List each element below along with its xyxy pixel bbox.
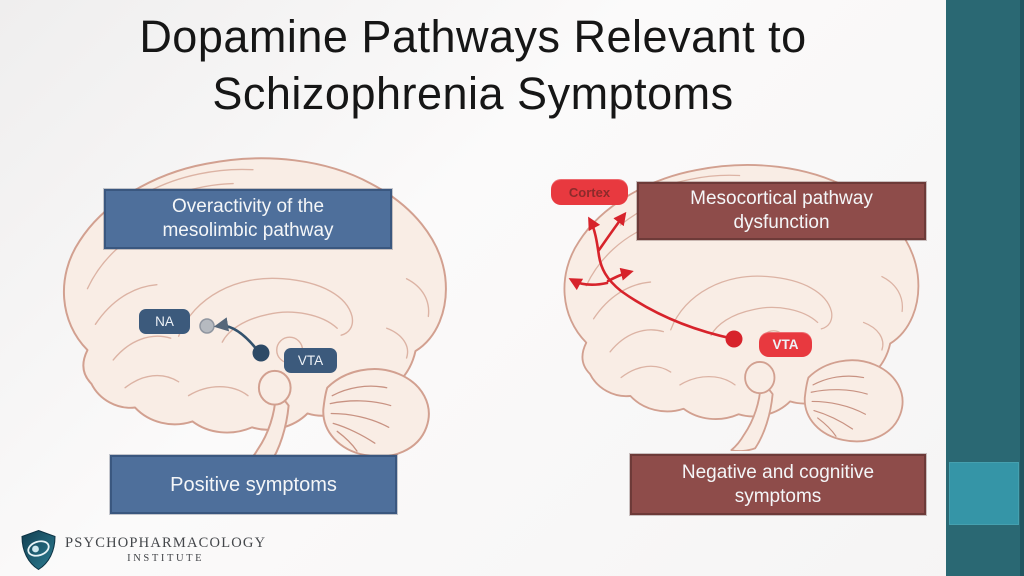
mesolimbic-header-box: Overactivity of the mesolimbic pathway bbox=[104, 189, 392, 249]
mesocortical-header-line-1: Mesocortical pathway bbox=[690, 188, 873, 209]
negative-symptoms-line-1: Negative and cognitive bbox=[681, 461, 875, 483]
cortex-region-label: Cortex bbox=[551, 179, 628, 205]
negative-symptoms-box: Negative and cognitive symptoms bbox=[630, 454, 926, 515]
logo-wordmark: PSYCHOPHARMACOLOGY INSTITUTE bbox=[65, 535, 266, 565]
vta-region-label-right: VTA bbox=[759, 332, 812, 357]
right-edge-panel-highlight bbox=[949, 462, 1019, 525]
psychopharmacology-institute-logo: PSYCHOPHARMACOLOGY INSTITUTE bbox=[20, 529, 266, 571]
logo-line-1: PSYCHOPHARMACOLOGY bbox=[65, 535, 267, 551]
positive-symptoms-box: Positive symptoms bbox=[110, 455, 397, 514]
mesolimbic-header-line-1: Overactivity of the bbox=[171, 196, 325, 217]
mesocortical-header-box: Mesocortical pathway dysfunction bbox=[637, 182, 926, 240]
right-edge-panel bbox=[946, 0, 1024, 576]
shield-eye-icon bbox=[21, 529, 56, 571]
mesolimbic-header-line-2: mesolimbic pathway bbox=[162, 220, 334, 241]
mesocortical-header-line-2: dysfunction bbox=[733, 212, 830, 233]
logo-line-2: INSTITUTE bbox=[127, 553, 205, 564]
slide-title: Dopamine Pathways Relevant to Schizophre… bbox=[0, 8, 946, 122]
vta-region-label-left: VTA bbox=[284, 348, 337, 373]
slide-title-line-2: Schizophrenia Symptoms bbox=[212, 68, 734, 119]
negative-symptoms-line-2: symptoms bbox=[734, 485, 822, 507]
right-edge-panel-border bbox=[1020, 0, 1024, 576]
na-region-label: NA bbox=[139, 309, 190, 334]
positive-symptoms-label: Positive symptoms bbox=[170, 473, 337, 496]
slide-title-line-1: Dopamine Pathways Relevant to bbox=[139, 11, 807, 62]
